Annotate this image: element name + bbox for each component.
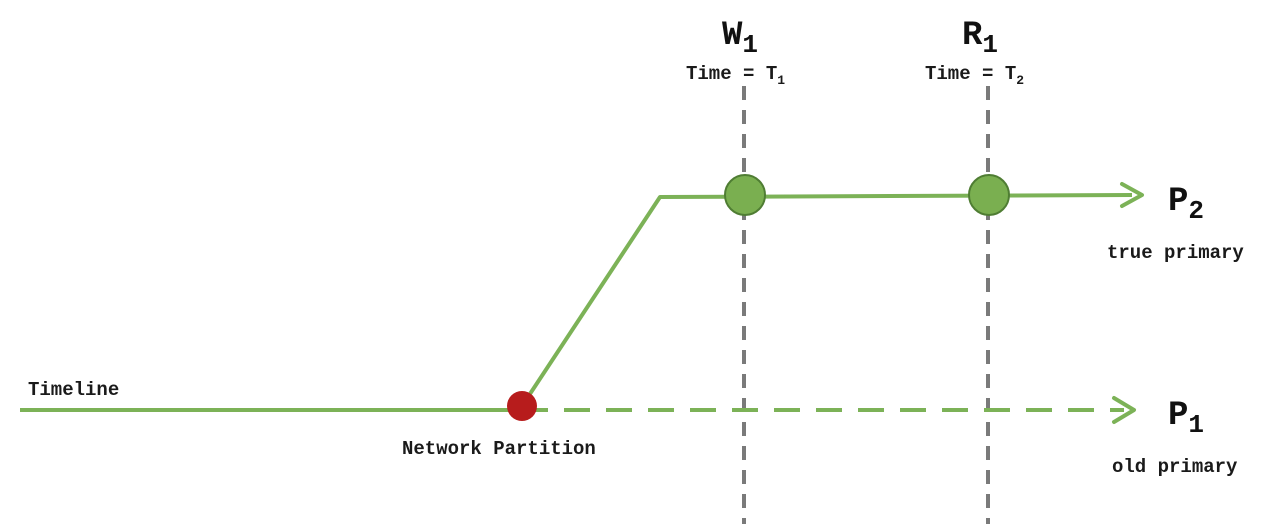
read-event-label: R1 [962, 17, 998, 60]
partition-point [507, 391, 537, 421]
write-event-time: Time = T1 [686, 63, 785, 88]
read-event-time: Time = T2 [925, 63, 1024, 88]
true-primary-arrowhead [1120, 182, 1144, 208]
true-primary-branch [520, 193, 1133, 408]
true-primary-label: P2 [1168, 183, 1204, 226]
true-primary-caption: true primary [1107, 242, 1244, 264]
write-event-label: W1 [722, 17, 758, 60]
write-event-node [724, 174, 766, 216]
old-primary-caption: old primary [1112, 456, 1238, 478]
partition-label: Network Partition [402, 438, 596, 460]
old-primary-label: P1 [1168, 397, 1204, 440]
read-event-node [968, 174, 1010, 216]
timeline-label: Timeline [28, 379, 119, 401]
old-primary-arrowhead [1112, 396, 1136, 424]
